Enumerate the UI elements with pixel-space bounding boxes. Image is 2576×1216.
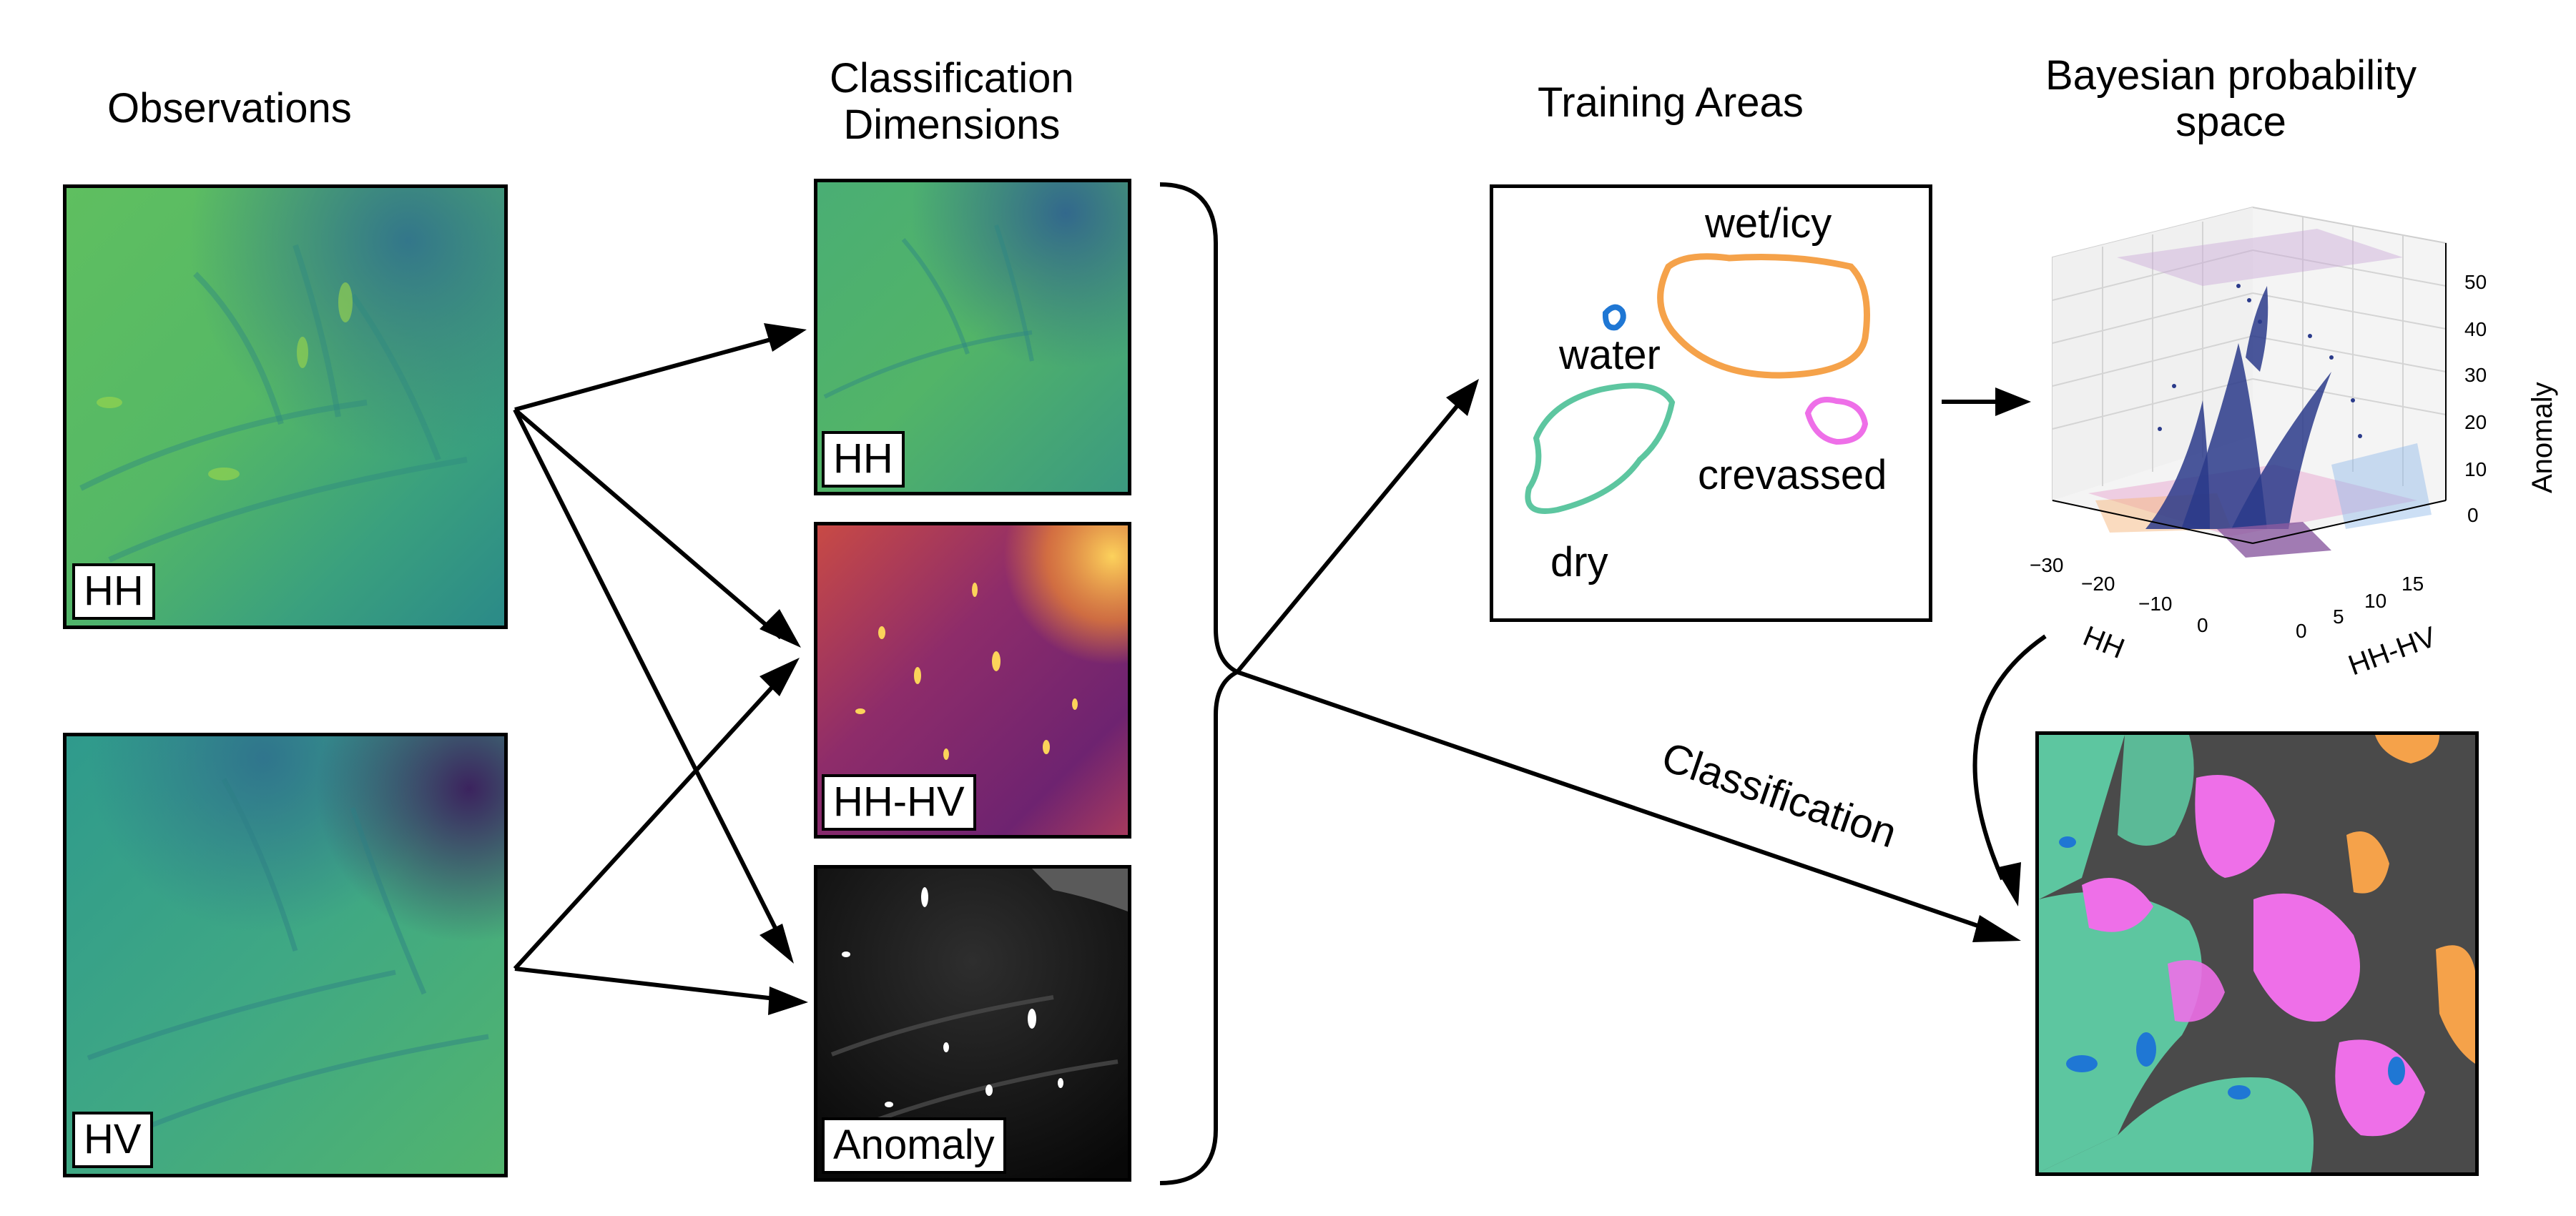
y-tick: 10	[2364, 590, 2386, 612]
arrowheads-observations	[759, 323, 808, 1015]
z-tick: 30	[2464, 364, 2487, 386]
bayesian-title-line2: space	[2176, 98, 2286, 145]
dry-label: dry	[1550, 539, 1608, 585]
x-tick-labels: −30 −20 −10 0	[2030, 554, 2208, 636]
z-axis-label: Anomaly	[2527, 382, 2558, 493]
arrow-hv-to-hhhv	[513, 677, 782, 971]
y-axis-label: HH-HV	[2344, 621, 2440, 682]
arrow-hv-to-anomaly	[514, 967, 782, 1002]
observation-hh-image: HH	[63, 184, 508, 629]
training-areas-box: wet/icy water dry crevassed	[1490, 184, 1932, 622]
arrowhead-icon	[1446, 379, 1479, 416]
arrow-bayes-to-map	[1972, 634, 2047, 881]
curly-brace	[1159, 182, 1242, 1185]
z-tick: 20	[2464, 411, 2487, 433]
x-tick: −30	[2030, 554, 2064, 576]
bayesian-title-line1: Bayesian probability	[2045, 52, 2417, 99]
arrow-to-training	[1235, 399, 1464, 673]
x-tick: −20	[2081, 573, 2115, 595]
classification-dimensions-title-line1: Classification	[830, 55, 1074, 102]
crevassed-label: crevassed	[1698, 452, 1887, 498]
y-tick: 5	[2333, 605, 2344, 628]
y-tick: 15	[2402, 573, 2424, 595]
classification-arrow-label: Classification	[1656, 733, 1902, 857]
observation-hh-label: HH	[72, 563, 155, 620]
observation-hv-label: HV	[72, 1112, 153, 1168]
dimension-hhhv-image: HH-HV	[814, 522, 1131, 839]
classification-output-map	[2035, 731, 2479, 1176]
x-axis-label: HH	[2079, 621, 2129, 665]
x-tick: 0	[2197, 614, 2208, 636]
arrowhead-icon	[764, 323, 807, 352]
arrow-hh-to-hhhv	[513, 407, 782, 640]
arrowhead-icon	[768, 987, 808, 1015]
z-tick: 10	[2464, 458, 2487, 480]
y-tick: 0	[2296, 620, 2307, 642]
arrowhead-icon	[1995, 387, 2031, 416]
classification-dimensions-title-line2: Dimensions	[843, 101, 1061, 148]
observations-title: Observations	[107, 85, 352, 132]
dimension-hh-label: HH	[822, 431, 905, 488]
observation-hh-texture	[67, 188, 504, 626]
z-tick: 40	[2464, 318, 2487, 340]
arrowhead-icon	[759, 658, 800, 696]
dimension-hh-image: HH	[814, 179, 1131, 495]
arrowhead-icon	[759, 609, 801, 648]
training-areas-drawing	[1525, 253, 1870, 514]
observation-hv-image: HV	[63, 733, 508, 1177]
wet-icy-label: wet/icy	[1705, 200, 1832, 247]
bayesian-3d-plot	[2052, 206, 2447, 558]
crevassed-outline	[1804, 397, 1869, 445]
bayesian-probability-title: Bayesian probability space	[2045, 52, 2417, 146]
classification-output-texture	[2039, 735, 2475, 1172]
dimension-anomaly-image: Anomaly	[814, 865, 1131, 1182]
training-areas-title: Training Areas	[1538, 79, 1804, 126]
arrowhead-icon	[759, 924, 794, 964]
water-outline	[1602, 304, 1626, 331]
classification-dimensions-title: Classification Dimensions	[830, 55, 1074, 149]
arrowhead-icon	[1972, 915, 2021, 942]
arrow-hh-to-anomaly	[513, 408, 782, 938]
x-tick: −10	[2138, 593, 2173, 615]
dimension-hhhv-label: HH-HV	[822, 774, 976, 831]
observation-arrows	[513, 335, 782, 1002]
arrow-to-classification	[1237, 670, 1989, 931]
observation-hv-texture	[67, 736, 504, 1174]
dimension-anomaly-label: Anomaly	[822, 1117, 1006, 1174]
z-tick: 0	[2467, 504, 2479, 526]
water-label: water	[1559, 332, 1661, 378]
arrow-hh-to-hh	[514, 335, 782, 412]
dry-outline	[1525, 382, 1676, 514]
wet-icy-outline	[1657, 253, 1870, 379]
z-tick-labels: 0 10 20 30 40 50	[2464, 271, 2487, 526]
y-tick-labels: 0 5 10 15	[2296, 573, 2424, 642]
z-tick: 50	[2464, 271, 2487, 293]
arrowhead-icon	[1995, 862, 2021, 906]
